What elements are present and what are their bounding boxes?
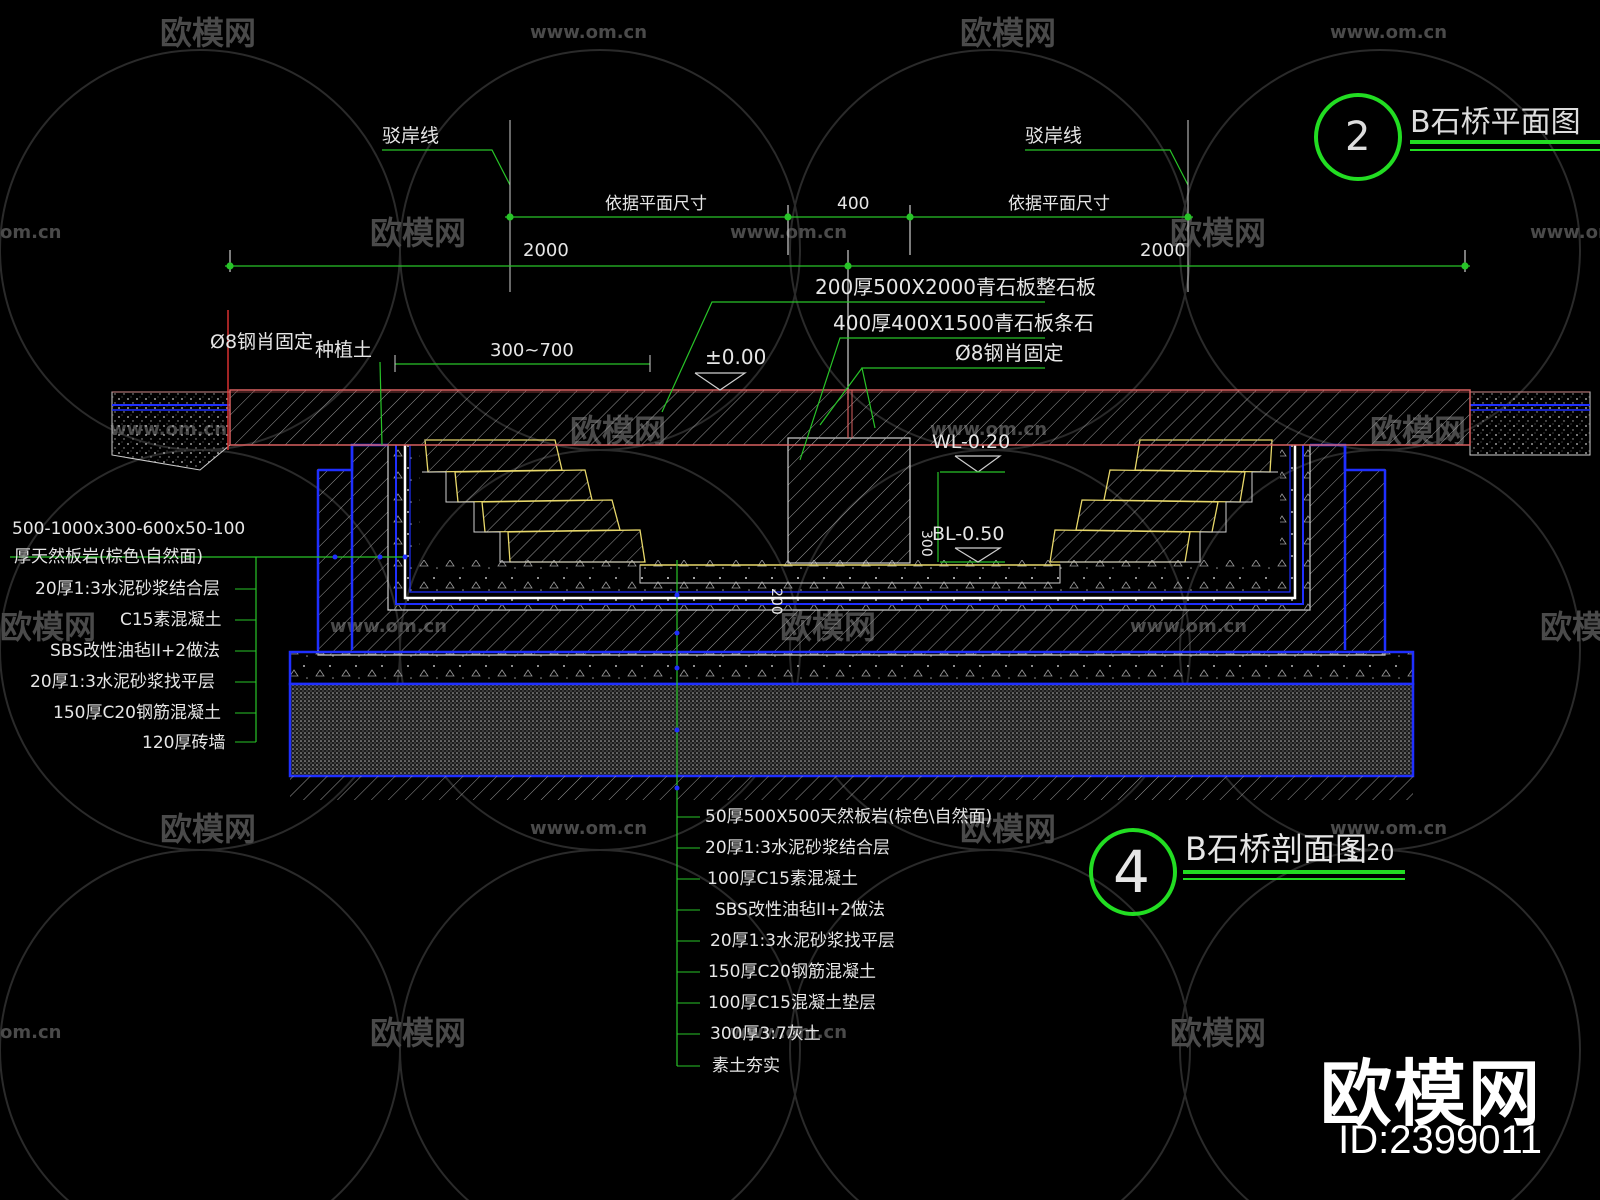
watermark-brand: 欧模网 xyxy=(370,214,466,252)
watermark-url: om.cn xyxy=(0,222,61,243)
subbase xyxy=(288,682,1415,778)
drawing-title-block: 4 B石桥剖面图 1:20 xyxy=(1089,828,1405,916)
left-layer-5: 20厚1:3水泥砂浆找平层 xyxy=(30,672,215,692)
title-scale: 1:20 xyxy=(1345,841,1394,866)
shoreline-label-right: 驳岸线 xyxy=(1025,125,1082,147)
callout-deck-slab: 200厚500X2000青石板整石板 xyxy=(815,275,1096,299)
shoreline-label-left: 驳岸线 xyxy=(382,125,439,147)
watermark-url: www.om.cn xyxy=(1330,818,1447,839)
level-wl: WL-0.20 xyxy=(932,431,1010,453)
stone-steps-right xyxy=(1049,439,1278,563)
dim-top-right: 依据平面尺寸 xyxy=(1008,194,1110,214)
bottom-layer-1: 20厚1:3水泥砂浆结合层 xyxy=(705,838,890,858)
watermark-brand: 欧模网 xyxy=(1170,1014,1266,1052)
left-layer-4: SBS改性油毡II+2做法 xyxy=(50,641,220,661)
datum-level: ±0.00 xyxy=(705,345,766,369)
base-slab xyxy=(288,650,1415,686)
callout-pin-left: Ø8钢肖固定 xyxy=(210,331,313,353)
dim-top-mid: 400 xyxy=(837,194,869,214)
watermark-brand: 欧模网 xyxy=(1170,214,1266,252)
watermark-brand: 欧模网 xyxy=(370,1014,466,1052)
title-text: B石桥剖面图 xyxy=(1185,830,1367,868)
title-number-circle xyxy=(1089,828,1177,916)
stone-steps-left xyxy=(422,439,646,563)
watermark-url: www.om.cn xyxy=(530,818,647,839)
bottom-layer-5: 150厚C20钢筋混凝土 xyxy=(708,962,876,982)
bottom-layer-8: 素土夯实 xyxy=(712,1056,780,1076)
shoreline-markers: 驳岸线 驳岸线 xyxy=(382,120,1189,292)
left-layer-1: 厚天然板岩(棕色\自然面) xyxy=(14,547,203,567)
dimension-labels-top: 依据平面尺寸 400 依据平面尺寸 2000 2000 xyxy=(523,194,1186,261)
callouts-top: 200厚500X2000青石板整石板 400厚400X1500青石板条石 Ø8钢… xyxy=(210,275,1096,461)
bottom-layer-legend: 50厚500X500天然板岩(棕色\自然面) 20厚1:3水泥砂浆结合层 100… xyxy=(674,560,992,1076)
deck-slab xyxy=(229,389,1471,446)
left-layer-2: 20厚1:3水泥砂浆结合层 xyxy=(35,579,220,599)
dim-300: 300 xyxy=(918,530,934,557)
prev-title-number: 2 xyxy=(1345,114,1370,160)
dimension-chain-top xyxy=(225,205,1470,400)
title-number: 4 xyxy=(1113,838,1150,906)
prev-title-text: B石桥平面图 xyxy=(1410,105,1581,140)
bridge-section xyxy=(111,310,1591,800)
left-layer-legend: 500-1000x300-600x50-100 厚天然板岩(棕色\自然面) 20… xyxy=(10,519,408,753)
dim-overall-right: 2000 xyxy=(1140,240,1186,261)
bottom-layer-0: 50厚500X500天然板岩(棕色\自然面) xyxy=(705,807,992,827)
bottom-layer-3: SBS改性油毡II+2做法 xyxy=(715,900,885,920)
brand-overlay-id: ID:2399011 xyxy=(1338,1118,1542,1162)
bottom-layer-7: 300厚3:7灰土 xyxy=(710,1024,821,1044)
watermark-url: www.om.cn xyxy=(530,22,647,43)
left-layer-3: C15素混凝土 xyxy=(120,610,222,630)
water-levels: WL-0.20 BL-0.50 300 200 xyxy=(768,431,1010,615)
dim-overall-left: 2000 xyxy=(523,240,569,261)
watermark-url: www.om.cn xyxy=(730,1022,847,1043)
watermark-brand: 欧模网 xyxy=(1540,608,1600,646)
left-layer-6: 150厚C20钢筋混凝土 xyxy=(53,703,221,723)
callout-planting-soil: 种植土 xyxy=(315,339,372,361)
watermark-url: www.om.cn xyxy=(1530,222,1600,243)
watermark-brand: 欧模网 xyxy=(960,14,1056,52)
prev-title-block: 2 B石桥平面图 xyxy=(1314,93,1600,181)
left-layer-7: 120厚砖墙 xyxy=(142,733,225,753)
watermark-brand: 欧模网 xyxy=(160,14,256,52)
watermark-url: www.om.cn xyxy=(1330,22,1447,43)
prev-title-circle xyxy=(1314,93,1402,181)
beam-stone xyxy=(787,437,911,564)
bottom-layer-4: 20厚1:3水泥砂浆找平层 xyxy=(710,931,895,951)
watermark-brand: 欧模网 xyxy=(0,608,96,646)
brand-overlay-name: 欧模网 xyxy=(1319,1052,1542,1136)
left-layer-0: 500-1000x300-600x50-100 xyxy=(12,519,245,539)
watermark-url: om.cn xyxy=(0,1022,61,1043)
watermark-brand: 欧模网 xyxy=(960,810,1056,848)
compacted-soil xyxy=(290,776,1413,800)
callout-pin-right: Ø8钢肖固定 xyxy=(955,341,1063,365)
dim-top-left: 依据平面尺寸 xyxy=(605,194,707,214)
level-bl: BL-0.50 xyxy=(932,523,1004,545)
dim-planting-range: 300~700 xyxy=(490,340,574,361)
bottom-layer-2: 100厚C15素混凝土 xyxy=(707,869,858,889)
watermark-brand: 欧模网 xyxy=(160,810,256,848)
dim-200: 200 xyxy=(768,588,784,615)
callout-beam-stone: 400厚400X1500青石板条石 xyxy=(833,311,1094,335)
bottom-layer-6: 100厚C15混凝土垫层 xyxy=(708,993,876,1013)
